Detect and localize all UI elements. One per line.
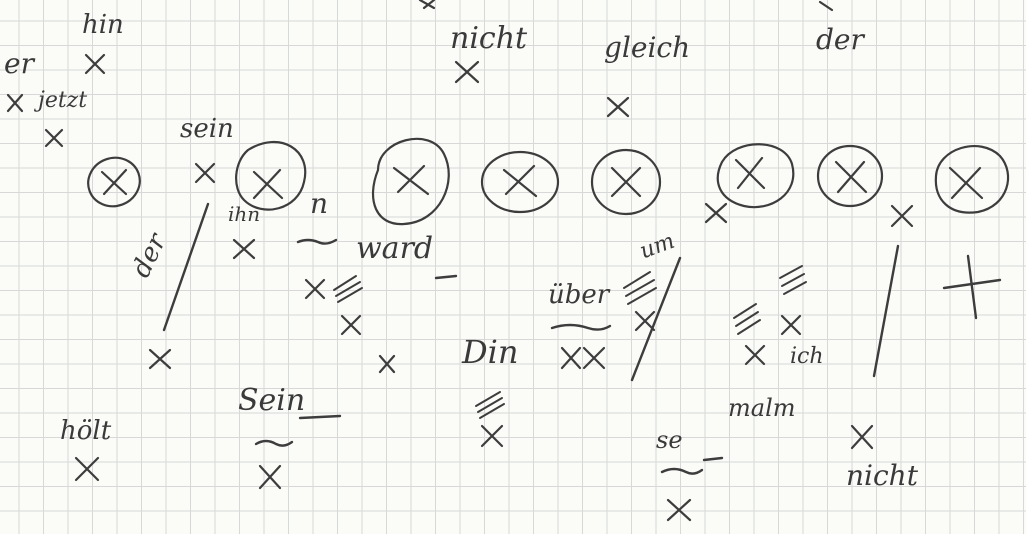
hatch-malm-left	[734, 304, 760, 334]
hatching	[334, 266, 806, 418]
x-mark-malm-2	[782, 316, 800, 334]
x-mark-jetzt	[46, 130, 62, 146]
hatch-ward	[334, 276, 362, 302]
x-mark-se	[668, 500, 690, 520]
circled-x-7	[818, 146, 882, 206]
circled-x-1	[81, 151, 146, 214]
x-mark-nicht-top	[456, 62, 478, 82]
cross-right-vertical	[968, 256, 976, 318]
circled-x-marks	[81, 139, 1008, 224]
circled-x-3	[373, 139, 449, 224]
x-mark-right	[892, 206, 912, 226]
x-mark-small	[380, 356, 394, 372]
x-mark-malm-1	[746, 346, 764, 364]
x-mark-hin	[86, 55, 104, 73]
strokes	[164, 204, 1000, 474]
underline-sein-lower	[300, 416, 340, 418]
underline-sein-2	[256, 441, 292, 446]
x-mark-ueber-2	[584, 348, 604, 368]
x-mark-der	[150, 350, 170, 368]
hatch-din	[476, 392, 504, 418]
circled-x-8	[936, 146, 1008, 213]
x-mark-ward-2	[342, 316, 360, 334]
slash-um	[632, 258, 680, 380]
circled-x-5	[592, 150, 660, 214]
x-mark-din	[482, 426, 502, 446]
underline-ueber	[552, 325, 610, 330]
dash-se	[704, 458, 722, 460]
x-mark-top-right	[820, 2, 832, 10]
dash-ward	[436, 276, 456, 278]
hatch-um	[624, 272, 656, 304]
circled-x-2	[236, 142, 305, 210]
circled-x-6	[718, 144, 794, 207]
hatch-malm-right	[780, 266, 806, 294]
x-mark-left-of-circle	[706, 204, 726, 222]
x-mark-sein-lower	[260, 466, 280, 488]
x-mark-um	[636, 312, 654, 330]
slash-right	[874, 246, 898, 376]
underline-se	[662, 469, 702, 474]
circled-x-4	[482, 152, 558, 212]
x-marks	[8, 0, 912, 520]
x-mark-nicht-bottom	[852, 426, 872, 448]
x-mark-gleich	[608, 98, 628, 116]
x-mark-ueber-1	[562, 348, 580, 368]
x-mark-ihn	[234, 240, 254, 258]
x-mark-top-center	[420, 0, 434, 8]
x-mark-sein	[196, 164, 214, 182]
x-mark-er	[8, 95, 22, 111]
x-mark-ward-1	[306, 280, 324, 298]
x-mark-hoelt	[76, 458, 98, 480]
slash-der	[164, 204, 208, 330]
underline-n	[298, 240, 336, 244]
